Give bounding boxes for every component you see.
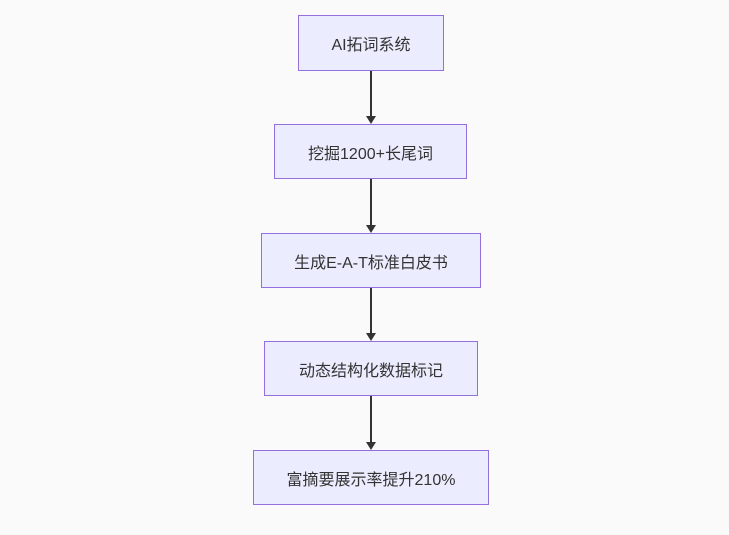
- flow-arrow-3: [365, 288, 377, 341]
- arrow-line: [370, 71, 372, 116]
- flow-arrow-4: [365, 396, 377, 450]
- flow-node-ai-word-expansion: AI拓词系统: [298, 15, 444, 71]
- node-label: 生成E-A-T标准白皮书: [294, 254, 448, 272]
- node-label: AI拓词系统: [331, 37, 411, 54]
- arrow-head-icon: [366, 333, 376, 341]
- flow-node-eat-whitepaper: 生成E-A-T标准白皮书: [261, 233, 481, 288]
- flow-node-rich-snippet-result: 富摘要展示率提升210%: [253, 450, 489, 505]
- node-label: 动态结构化数据标记: [298, 362, 443, 380]
- arrow-line: [370, 179, 372, 225]
- arrow-head-icon: [366, 116, 376, 124]
- arrow-line: [370, 288, 372, 333]
- flow-node-structured-data-markup: 动态结构化数据标记: [264, 341, 478, 396]
- node-label: 富摘要展示率提升210%: [286, 471, 456, 489]
- arrow-line: [370, 396, 372, 442]
- arrow-head-icon: [366, 442, 376, 450]
- arrow-head-icon: [366, 225, 376, 233]
- flow-arrow-2: [365, 179, 377, 233]
- flow-arrow-1: [365, 71, 377, 124]
- flow-node-longtail-mining: 挖掘1200+长尾词: [274, 124, 467, 179]
- node-label: 挖掘1200+长尾词: [308, 145, 433, 163]
